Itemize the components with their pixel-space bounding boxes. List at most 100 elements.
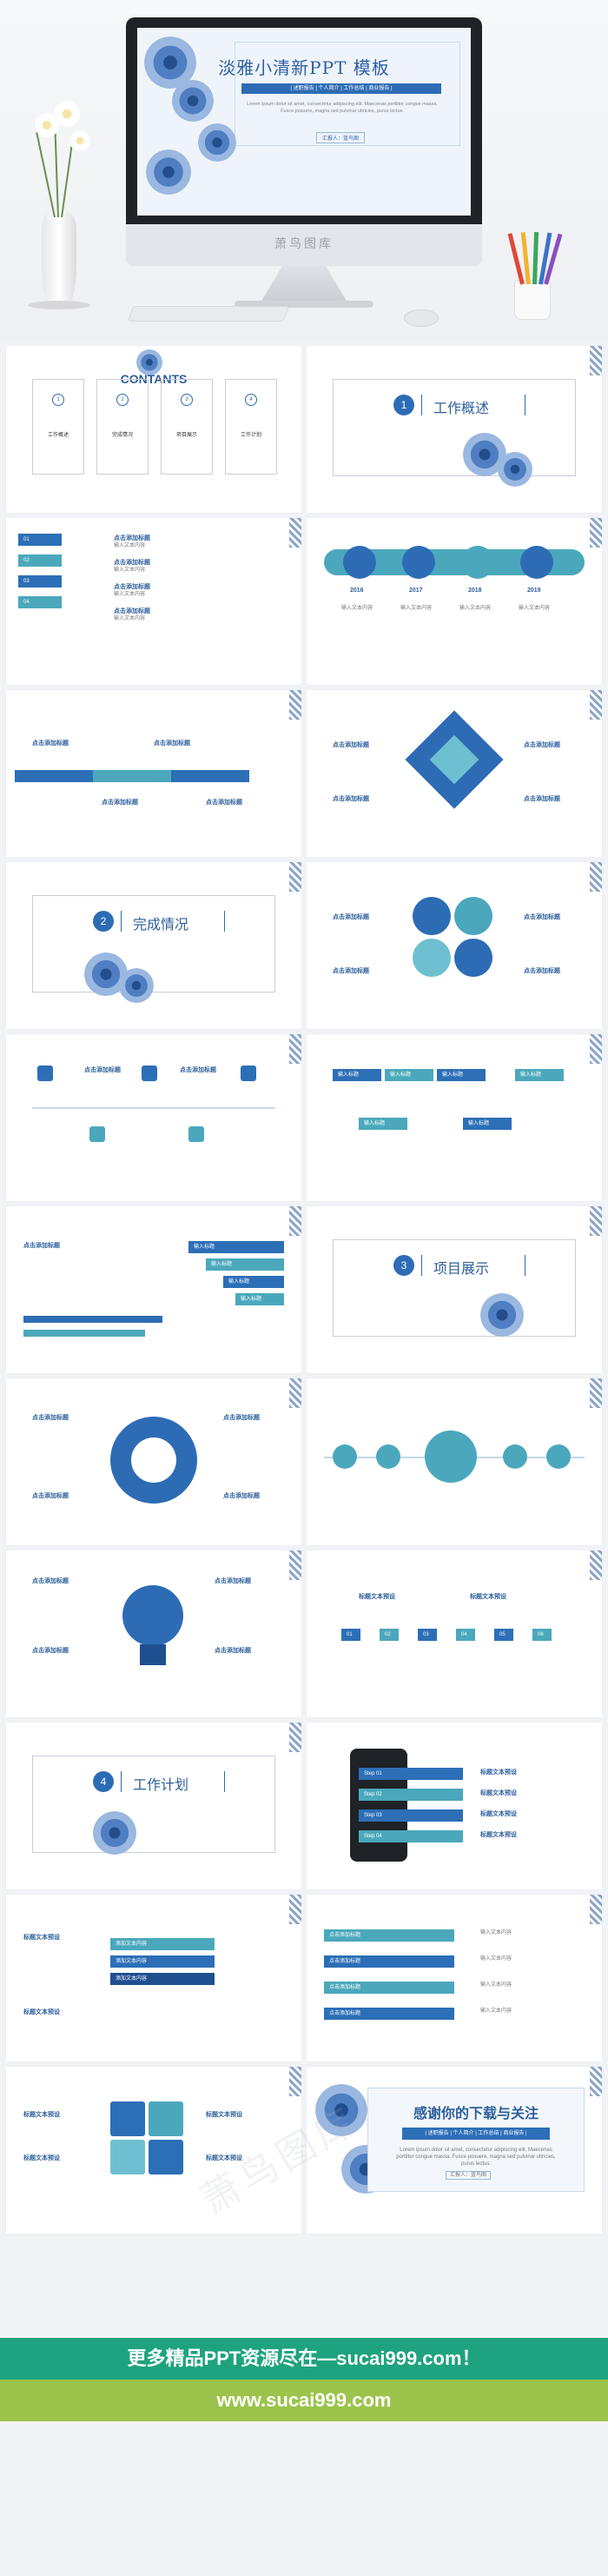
globe-icon xyxy=(425,1431,477,1483)
item-title: 点击添加标题 xyxy=(524,742,560,748)
slide-tiles: 标题文本预设 标题文本预设 标题文本预设 标题文本预设 xyxy=(6,2067,301,2234)
contents-label: 完成情况 xyxy=(111,433,133,438)
slide-section-1: 1 工作概述 xyxy=(307,346,602,513)
monitor-chin: 萧鸟图库 xyxy=(126,224,482,266)
section-number: 1 xyxy=(393,395,414,415)
section-title-box xyxy=(121,1771,225,1792)
contents-title: CONTANTS xyxy=(120,372,188,386)
item-title: 标题文本预设 xyxy=(23,2155,60,2161)
corner-pattern xyxy=(590,862,602,892)
corner-pattern xyxy=(590,1034,602,1064)
puzzle-piece xyxy=(454,939,492,977)
item-title: 点击添加标题 xyxy=(180,1067,216,1073)
cover-title: 淡雅小清新PPT 模板 xyxy=(218,57,390,78)
thanks-body: Lorem ipsum dolor sit amet, consectetur … xyxy=(396,2148,556,2167)
step-box: 04 xyxy=(456,1629,475,1641)
contents-num: 3 xyxy=(181,394,193,406)
item-text: 输入文本内容 xyxy=(114,592,146,597)
corner-pattern xyxy=(590,1378,602,1408)
corner-pattern xyxy=(590,690,602,720)
corner-pattern xyxy=(289,690,301,720)
section-frame xyxy=(333,1239,576,1337)
blue-flower-decoration xyxy=(315,2084,367,2136)
corner-pattern xyxy=(590,1895,602,1924)
section-title: 项目展示 xyxy=(433,1262,490,1277)
item-title: 点击添加标题 xyxy=(524,968,560,974)
item-title: 点击添加标题 xyxy=(114,535,150,541)
tab-01: 01 xyxy=(18,534,62,546)
slide-curved-bars: 添加文本内容 添加文本内容 添加文本内容 标题文本预设 标题文本预设 xyxy=(6,1895,301,2061)
corner-pattern xyxy=(289,1206,301,1236)
input-tag: 输入标题 xyxy=(333,1069,381,1081)
phone-step: Step 01 xyxy=(359,1768,463,1780)
item-title: 标题文本预设 xyxy=(206,2155,242,2161)
section-number: 4 xyxy=(93,1771,114,1792)
step-box: 06 xyxy=(532,1629,552,1641)
item-title: 点击添加标题 xyxy=(32,1578,69,1584)
bar-tag: 输入标题 xyxy=(206,1258,284,1271)
slide-section-3: 3 项目展示 xyxy=(307,1206,602,1373)
blue-flower-decoration xyxy=(93,1811,136,1855)
section-frame xyxy=(32,1756,275,1853)
item-title: 点击添加标题 xyxy=(524,796,560,802)
slide-timeline: 2016 2017 2018 2019 输入文本内容 输入文本内容 输入文本内容… xyxy=(307,518,602,685)
thanks-title: 感谢你的下载与关注 xyxy=(413,2107,539,2121)
icon-tile xyxy=(241,1066,256,1081)
corner-pattern xyxy=(289,518,301,548)
timeline-node xyxy=(461,546,494,579)
promo-url-banner[interactable]: www.sucai999.com xyxy=(0,2380,608,2421)
hbar xyxy=(23,1316,162,1323)
item-title: 点击添加标题 xyxy=(154,740,190,747)
timeline-node xyxy=(520,546,553,579)
thanks-frame xyxy=(367,2088,585,2192)
thanks-reporter: 汇报人：蓝鸟图 xyxy=(446,2171,492,2180)
curve-bar: 添加文本内容 xyxy=(110,1955,215,1968)
item-title: 标题文本预设 xyxy=(23,1935,60,1941)
promo-banner[interactable]: 更多精品PPT资源尽在—sucai999.com！ xyxy=(0,2338,608,2380)
slide-steps: 01 02 03 04 05 06 标题文本预设 标题文本预设 xyxy=(307,1550,602,1717)
chin-watermark: 萧鸟图库 xyxy=(274,237,334,251)
corner-pattern xyxy=(289,1034,301,1064)
cover-border xyxy=(235,42,460,146)
blue-flower-decoration xyxy=(119,968,154,1003)
star-center xyxy=(131,1437,176,1483)
year-label: 2019 xyxy=(527,588,541,594)
settings-icon xyxy=(333,1444,357,1469)
slide-cross-arrows: 点击添加标题 点击添加标题 点击添加标题 点击添加标题 xyxy=(307,690,602,857)
item-title: 标题文本预设 xyxy=(23,2009,60,2015)
list-bar: 点击添加标题 xyxy=(324,1955,454,1968)
section-title-box xyxy=(121,911,225,932)
item-title: 点击添加标题 xyxy=(32,1415,69,1421)
slide-globe xyxy=(307,1378,602,1545)
item-title: 标题文本预设 xyxy=(480,1811,517,1817)
slide-phone: Step 01 Step 02 Step 03 Step 04 标题文本预设 标… xyxy=(307,1723,602,1889)
flower-stem xyxy=(54,122,59,218)
input-tag: 输入标题 xyxy=(515,1069,564,1081)
slide-section-4: 4 工作计划 xyxy=(6,1723,301,1889)
item-title: 点击添加标题 xyxy=(524,914,560,920)
contents-label: 项目展示 xyxy=(175,433,197,438)
input-tag: 输入标题 xyxy=(359,1118,407,1130)
item-title: 点击添加标题 xyxy=(215,1648,251,1654)
input-tag: 输入标题 xyxy=(437,1069,486,1081)
corner-pattern xyxy=(289,1550,301,1580)
pencil-cup xyxy=(507,231,563,320)
puzzle-piece xyxy=(413,939,451,977)
list-text: 输入文本内容 xyxy=(480,1956,512,1962)
slide-puzzle: 点击添加标题 点击添加标题 点击添加标题 点击添加标题 xyxy=(307,862,602,1029)
list-text: 输入文本内容 xyxy=(480,1930,512,1935)
corner-pattern xyxy=(289,862,301,892)
year-text: 输入文本内容 xyxy=(341,606,373,611)
monitor-screen: 淡雅小清新PPT 模板 | 述职报告 | 个人简介 | 工作总结 | 商业报告 … xyxy=(137,28,471,216)
item-title: 点击添加标题 xyxy=(333,914,369,920)
item-title: 标题文本预设 xyxy=(470,1594,506,1600)
item-title: 标题文本预设 xyxy=(480,1832,517,1838)
arrow-segment xyxy=(171,770,249,782)
slide-thanks: 感谢你的下载与关注 | 述职报告 | 个人简介 | 工作总结 | 商业报告 | … xyxy=(307,2067,602,2234)
contents-card[interactable]: 3 项目展示 xyxy=(161,379,213,475)
tab-02: 02 xyxy=(18,554,62,567)
